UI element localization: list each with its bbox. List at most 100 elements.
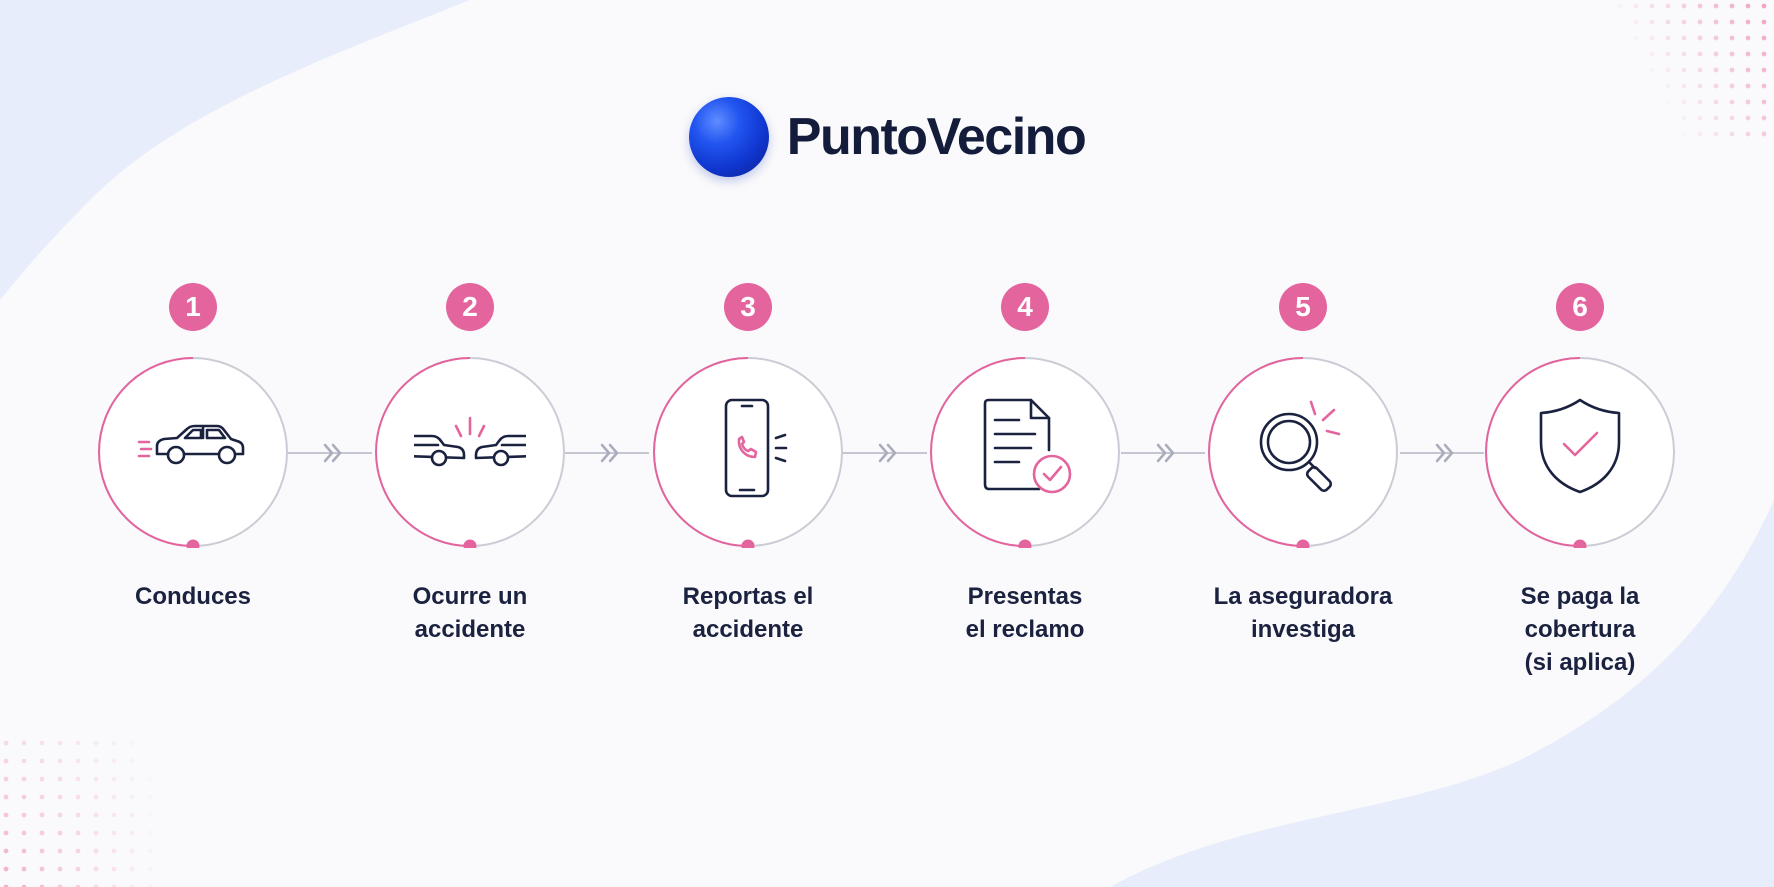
decor-dot — [39, 794, 45, 800]
decor-dot — [1761, 35, 1767, 41]
decor-dot — [1665, 3, 1671, 9]
decor-dot — [1761, 19, 1767, 25]
step-number-badge: 3 — [724, 283, 772, 331]
decor-dot — [39, 758, 45, 764]
decor-dot — [111, 758, 117, 764]
decor-dot — [147, 812, 153, 818]
step-6: 6 Se paga la cobertura (si aplica) — [1450, 0, 1710, 887]
decor-dot — [21, 830, 27, 836]
double-chevron-right-icon — [600, 443, 619, 463]
decor-dot — [111, 866, 117, 872]
decor-dot — [39, 740, 45, 746]
decor-dot — [1745, 19, 1751, 25]
decor-dot — [1713, 99, 1719, 105]
car-crash-icon — [414, 396, 526, 508]
step-ring — [97, 356, 289, 548]
decor-dot — [39, 866, 45, 872]
decor-dot — [75, 812, 81, 818]
step-1: 1 Conduces — [63, 0, 323, 887]
decor-dot — [147, 776, 153, 782]
decor-dot — [21, 758, 27, 764]
decor-dot — [75, 848, 81, 854]
decor-dot — [1729, 35, 1735, 41]
decor-dot — [57, 848, 63, 854]
decor-dot — [1713, 83, 1719, 89]
decor-dot — [93, 776, 99, 782]
decor-dot — [1713, 19, 1719, 25]
decor-dot — [39, 830, 45, 836]
decor-dot — [3, 848, 9, 854]
decor-dot — [1729, 131, 1735, 137]
decor-dot — [3, 866, 9, 872]
decor-dot — [1681, 83, 1687, 89]
decor-dot — [3, 776, 9, 782]
decor-dot — [1745, 67, 1751, 73]
step-label: Conduces — [134, 583, 251, 610]
decor-dot — [93, 740, 99, 746]
decor-dot — [93, 758, 99, 764]
decor-dot — [75, 758, 81, 764]
blue-sphere-logo — [688, 97, 769, 177]
decor-dot — [75, 830, 81, 836]
decor-dot — [39, 812, 45, 818]
decor-dot — [21, 812, 27, 818]
decor-dot — [129, 776, 135, 782]
decor-dot — [3, 884, 9, 887]
double-chevron-right-icon — [323, 443, 342, 463]
decor-dot — [1745, 35, 1751, 41]
decor-dot — [1665, 51, 1671, 57]
decor-dot — [147, 794, 153, 800]
decor-dot — [1649, 67, 1655, 73]
decor-dot — [111, 830, 117, 836]
brand-header: PuntoVecino — [0, 97, 1774, 177]
step-number-badge: 4 — [1001, 283, 1049, 331]
decor-dot — [1665, 67, 1671, 73]
decor-dot — [1697, 131, 1703, 137]
decor-dot — [75, 866, 81, 872]
decor-dot — [75, 884, 81, 887]
decor-dot — [39, 884, 45, 887]
decor-dot — [57, 740, 63, 746]
decor-dot — [1761, 67, 1767, 73]
connector-3-4 — [843, 436, 927, 470]
decor-dot — [21, 866, 27, 872]
decor-dot — [1713, 51, 1719, 57]
decor-dot — [1681, 131, 1687, 137]
decor-dot — [1713, 3, 1719, 9]
decor-dot — [1761, 99, 1767, 105]
decor-dot — [1665, 83, 1671, 89]
decor-dot — [1697, 115, 1703, 121]
decor-dot — [111, 776, 117, 782]
decor-dot — [1649, 3, 1655, 9]
decor-dot — [1681, 115, 1687, 121]
decor-dot — [1745, 51, 1751, 57]
decor-dot — [1745, 83, 1751, 89]
decor-dot — [1761, 131, 1767, 137]
document-check-icon — [969, 396, 1081, 508]
dot-pattern-bottom-left — [3, 740, 153, 887]
decor-dot — [1649, 19, 1655, 25]
connector-1-2 — [288, 436, 372, 470]
connector-2-3 — [565, 436, 649, 470]
step-4: 4 Presentas el reclamo — [895, 0, 1155, 887]
decor-dot — [75, 776, 81, 782]
decor-dot — [129, 740, 135, 746]
decor-dot — [129, 758, 135, 764]
decor-dot — [21, 848, 27, 854]
bottom-right-blob — [1110, 500, 1774, 887]
decor-dot — [1681, 67, 1687, 73]
decor-dot — [1761, 115, 1767, 121]
decor-dot — [1713, 67, 1719, 73]
decor-dot — [1761, 83, 1767, 89]
decor-dot — [1681, 19, 1687, 25]
decor-dot — [57, 794, 63, 800]
decor-dot — [129, 830, 135, 836]
decor-dot — [1649, 35, 1655, 41]
decor-dot — [39, 848, 45, 854]
step-5: 5 La aseguradora investiga — [1173, 0, 1433, 887]
connector-4-5 — [1121, 436, 1205, 470]
decor-dot — [1729, 3, 1735, 9]
decor-dot — [1697, 3, 1703, 9]
decor-dot — [93, 812, 99, 818]
